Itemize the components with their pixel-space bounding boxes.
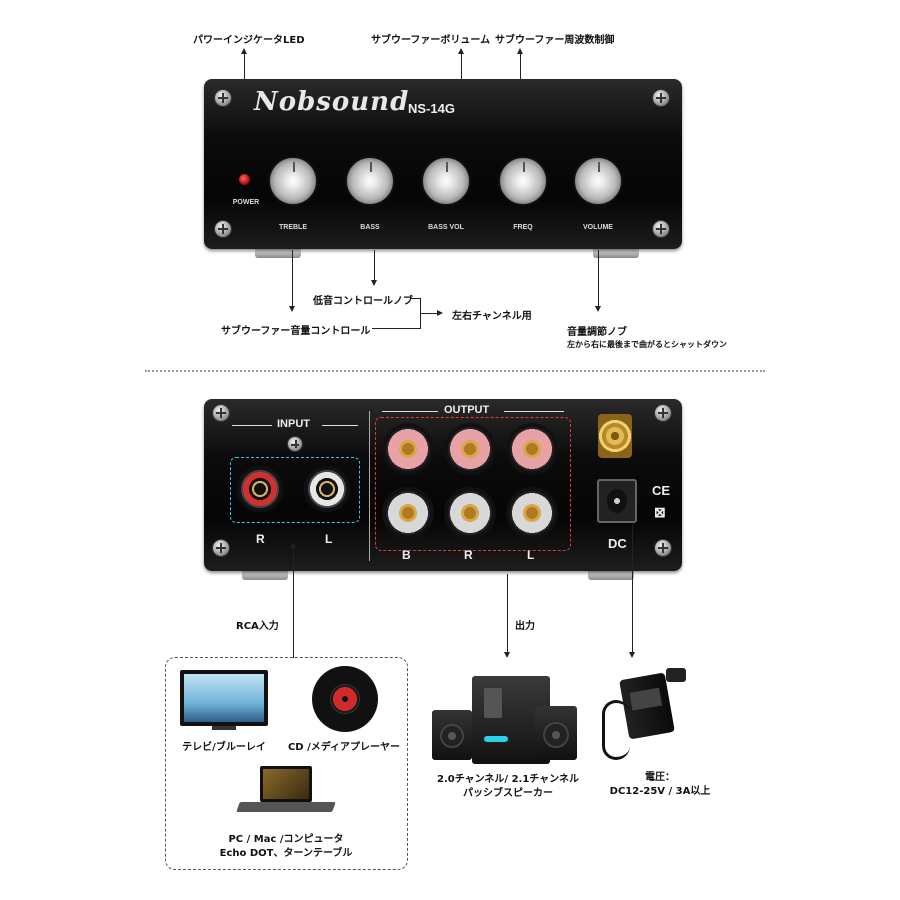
pc-caption-line1: PC / Mac /コンピュータ (228, 834, 344, 845)
volume-label: VOLUME (583, 224, 613, 231)
vinyl-record-icon (312, 666, 378, 732)
tv-icon (180, 670, 268, 726)
power-led (239, 174, 250, 185)
model-number: NS-14G (408, 101, 455, 116)
dc-label: DC (608, 536, 627, 551)
rca-jack-right[interactable] (237, 466, 283, 512)
bass-arrow-head (371, 280, 377, 286)
amplifier-front-panel: Nobsound NS-14G POWER TREBLE BASS BASS V… (204, 79, 682, 249)
freq-label: FREQ (513, 224, 533, 231)
treble-arrow-head (289, 306, 295, 312)
rca-arrow-head (290, 542, 296, 548)
screw-icon (212, 404, 230, 422)
bass-knob[interactable] (345, 156, 395, 206)
dc-power-jack[interactable] (597, 479, 637, 523)
bass-knob-callout: 低音コントロールノブ (313, 296, 413, 307)
speaker-left-icon (432, 710, 472, 760)
bass-arrow-line (374, 250, 375, 282)
lr-channel-callout: 左右チャンネル用 (452, 311, 532, 322)
amplifier-rear-panel: INPUT R L OUTPUT B R L CE ⊠ DC (204, 399, 682, 571)
power-plug-icon (666, 668, 686, 682)
binding-post-l-black[interactable] (506, 487, 558, 539)
input-rule-right (322, 425, 358, 426)
screw-icon (214, 220, 232, 238)
output-group-outline (375, 417, 571, 551)
binding-post-b-red[interactable] (382, 423, 434, 475)
output-arrow-head (504, 652, 510, 658)
power-caption-line2: DC12-25V / 3A以上 (609, 786, 711, 797)
bracket-bottom (372, 328, 420, 329)
output-arrow-line (507, 574, 508, 654)
cd-caption: CD /メディアプレーヤー (287, 742, 401, 753)
source-devices-group: テレビ/ブルーレイ CD /メディアプレーヤー PC / Mac /コンピュータ… (165, 657, 408, 870)
sub-volume-arrow-head (458, 48, 464, 54)
screw-icon (652, 220, 670, 238)
section-divider (145, 370, 765, 372)
bass-label: BASS (360, 224, 380, 231)
input-channel-l: L (325, 532, 333, 546)
freq-knob[interactable] (498, 156, 548, 206)
binding-post-r-red[interactable] (444, 423, 496, 475)
output-channel-r: R (464, 548, 473, 562)
bracket-arrow-line (420, 313, 438, 314)
power-led-arrow-head (241, 48, 247, 54)
output-rule-left (382, 411, 438, 412)
ce-mark: CE (652, 483, 671, 498)
output-channel-b: B (402, 548, 411, 562)
input-group-outline (230, 457, 360, 523)
bass-vol-label: BASS VOL (428, 224, 464, 231)
output-rule-right (504, 411, 564, 412)
output-channel-l: L (527, 548, 535, 562)
brand-logo: Nobsound (254, 87, 410, 117)
screw-icon (654, 404, 672, 422)
power-cable-icon (602, 700, 630, 760)
ground-screw-icon (287, 436, 303, 452)
treble-knob-callout: サブウーファー音量コントロール (221, 326, 371, 337)
volume-arrow-head (595, 306, 601, 312)
volume-knob[interactable] (573, 156, 623, 206)
tv-caption: テレビ/ブルーレイ (182, 742, 266, 753)
input-rule-left (232, 425, 272, 426)
rca-arrow-line (293, 548, 294, 658)
pc-caption-line2: Echo DOT、ターンテーブル (219, 848, 353, 859)
laptop-icon (260, 766, 312, 802)
volume-knob-note: 左から右に最後まで曲がるとシャットダウン (567, 340, 727, 349)
weee-icon: ⊠ (654, 504, 666, 520)
power-caption-line1: 電圧： (645, 772, 675, 783)
input-label: INPUT (277, 418, 310, 430)
dc-arrow-line (632, 524, 633, 654)
speaker-right-icon (535, 706, 577, 760)
binding-post-r-black[interactable] (444, 487, 496, 539)
power-led-callout: パワーインジケータLED (193, 35, 305, 46)
screw-icon (212, 539, 230, 557)
bass-vol-knob[interactable] (421, 156, 471, 206)
binding-post-b-black[interactable] (382, 487, 434, 539)
rca-input-callout: RCA入力 (236, 621, 279, 632)
rca-jack-left[interactable] (304, 466, 350, 512)
screw-icon (652, 89, 670, 107)
dc-arrow-head (629, 652, 635, 658)
binding-post-l-red[interactable] (506, 423, 558, 475)
panel-divider (369, 411, 370, 561)
screw-icon (214, 89, 232, 107)
bracket-top (410, 298, 420, 299)
output-label: OUTPUT (444, 404, 490, 416)
treble-arrow-line (292, 250, 293, 308)
speaker-caption-line2: パッシブスピーカー (463, 788, 553, 799)
input-channel-r: R (256, 532, 265, 546)
power-label: POWER (232, 199, 260, 206)
sub-freq-arrow-head (517, 48, 523, 54)
output-callout: 出力 (515, 621, 535, 632)
volume-arrow-line (598, 250, 599, 308)
sub-volume-callout: サブウーファーボリューム (371, 35, 491, 46)
speaker-caption-line1: 2.0チャンネル/ 2.1チャンネル (437, 774, 579, 785)
sub-freq-callout: サブウーファー周波数制御 (495, 35, 615, 46)
treble-label: TREBLE (279, 224, 307, 231)
treble-knob[interactable] (268, 156, 318, 206)
screw-icon (654, 539, 672, 557)
volume-knob-callout: 音量調節ノブ (567, 327, 627, 338)
bracket-arrow-head (437, 310, 443, 316)
sma-antenna-connector[interactable] (598, 414, 632, 458)
